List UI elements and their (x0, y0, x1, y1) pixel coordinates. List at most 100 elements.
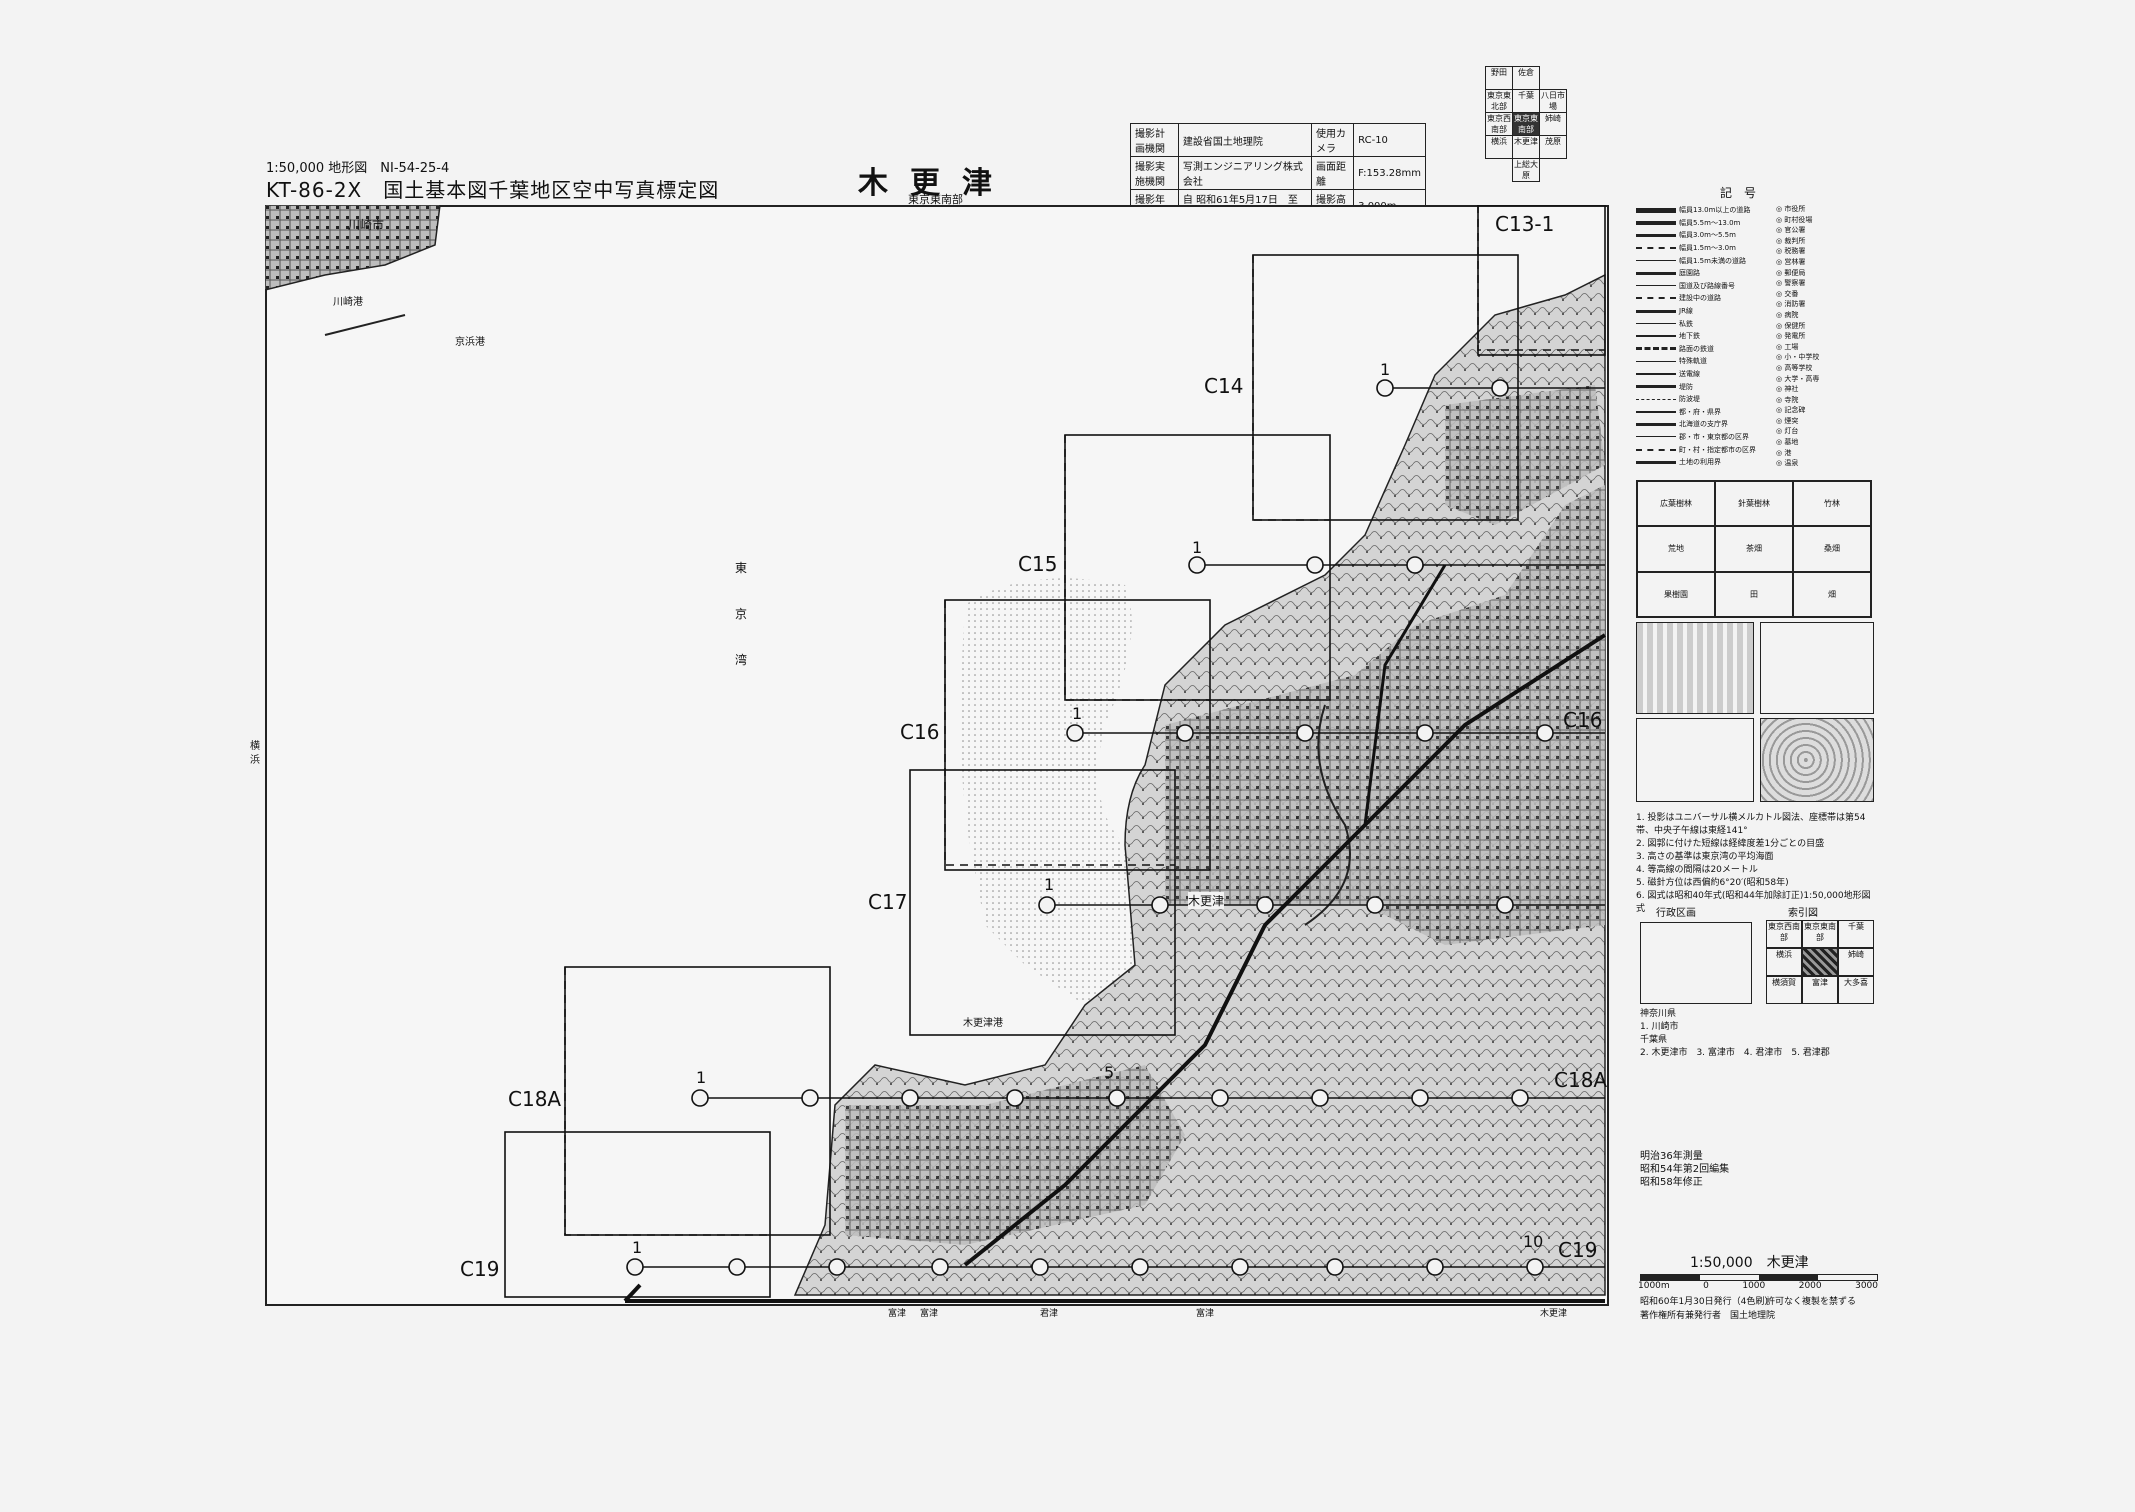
index-map-cell: 千葉 (1838, 920, 1874, 948)
coverage-dashed (1064, 435, 1210, 701)
photo-center (1031, 1258, 1049, 1276)
vegetation-cell: 針葉樹林 (1715, 481, 1793, 527)
line-symbol-icon (1636, 323, 1676, 325)
permission-notice: 許可なく複製を禁ずる (1766, 1297, 1857, 1307)
photo-center (1526, 1258, 1544, 1276)
index-map-cell: 大多喜 (1838, 976, 1874, 1004)
photo-center (1231, 1258, 1249, 1276)
coverage-dashed (1252, 255, 1330, 521)
photo-center (1326, 1258, 1344, 1276)
course-label: C19 (460, 1257, 500, 1281)
course-label: C13-1 (1495, 212, 1555, 236)
line-symbol-icon (1636, 271, 1676, 275)
index-map-cell: 東京西南部 (1766, 920, 1802, 948)
photo-center (1038, 896, 1056, 914)
legend-symbol-item: ◎ 灯台 (1776, 427, 1799, 436)
scale-title: 1:50,000 木更津 (1690, 1255, 1809, 1271)
scale-tick: 3000 (1855, 1281, 1878, 1291)
place-label: 木更津 (1188, 892, 1225, 909)
history-line: 昭和54年第2回編集 (1640, 1164, 1730, 1175)
note: 6. 図式は昭和40年式(昭和44年加除訂正)1:50,000地形図式 (1636, 891, 1871, 914)
vegetation-cell: 荒地 (1637, 526, 1715, 572)
kawasaki-land (265, 205, 441, 291)
scale-tick: 1000m (1638, 1281, 1670, 1291)
legend-line-item: 特殊軌道 (1636, 355, 1756, 368)
legend-symbol-item: ◎ 神社 (1776, 385, 1799, 394)
history-line: 明治36年測量 (1640, 1151, 1703, 1162)
legend-line-item: 防波堤 (1636, 393, 1756, 406)
legend-line-item: 幅員3.0m〜5.5m (1636, 229, 1756, 242)
legend-line-item: 国道及び路線番号 (1636, 280, 1756, 293)
legend-symbol-item: ◎ 郵便局 (1776, 268, 1806, 277)
edge-label: 木更津 (1540, 1309, 1568, 1319)
index-cell: 八日市場 (1539, 89, 1567, 113)
note: 3. 高さの基準は東京湾の平均海面 (1636, 852, 1774, 862)
inset-block (1636, 718, 1754, 802)
line-symbol-icon (1636, 360, 1676, 362)
photo-center (1406, 556, 1424, 574)
index-map-current (1802, 948, 1838, 976)
vegetation-cell: 果樹園 (1637, 571, 1715, 617)
copyright: 著作権所有兼発行者 国土地理院 (1640, 1311, 1776, 1321)
line-symbol-icon (1636, 285, 1676, 287)
legend-line-item: 私鉄 (1636, 317, 1756, 330)
photo-number: 1 (632, 1238, 643, 1257)
river (1304, 704, 1351, 926)
scale-ticks: 1000m 0 1000 2000 3000 (1638, 1281, 1878, 1291)
legend-symbol-item: ◎ 市役所 (1776, 205, 1806, 213)
legend-symbol-item: ◎ 工場 (1776, 342, 1799, 351)
line-symbol-icon (1636, 448, 1676, 451)
code-title: KT-86-2X 国土基本図千葉地区空中写真標定図 (266, 178, 720, 202)
line-symbol-icon (1636, 233, 1676, 237)
legend-symbol-item: ◎ 病院 (1776, 310, 1799, 319)
course-label: C14 (1204, 374, 1244, 398)
legend-line-item: 幅員13.0m以上の道路 (1636, 204, 1756, 217)
course-label-end: C16 (1563, 708, 1603, 732)
info-cell: 使用カメラ (1311, 123, 1355, 157)
vegetation-cell: 畑 (1793, 571, 1871, 617)
info-cell: 撮影計画機関 (1130, 123, 1179, 157)
photo-center (1536, 724, 1554, 742)
photo-center (1376, 379, 1394, 397)
photo-number: 1 (1192, 538, 1203, 557)
photo-center (1416, 724, 1434, 742)
index-cell: 東京西南部 (1485, 112, 1513, 136)
edge-label: 富津 (920, 1309, 939, 1319)
line-symbol-icon (1636, 373, 1676, 376)
photo-center (626, 1258, 644, 1276)
info-cell: RC-10 (1353, 123, 1426, 157)
info-cell: 画面距離 (1311, 156, 1355, 190)
photo-number: 1 (696, 1068, 707, 1087)
legend-line-item: JR線 (1636, 305, 1756, 318)
photo-center (1256, 896, 1274, 914)
legend-line-item: 幅員5.5m〜13.0m (1636, 217, 1756, 230)
info-cell: 建設省国土地理院 (1177, 123, 1313, 157)
legend-line-item: 幅員1.5m〜3.0m (1636, 242, 1756, 255)
info-row: 撮影計画機関 建設省国土地理院 使用カメラ RC-10 (1130, 123, 1426, 157)
photo-center (691, 1089, 709, 1107)
contour-sample (1760, 718, 1874, 802)
note: 5. 磁針方位は西偏約6°20′(昭和58年) (1636, 878, 1789, 888)
vegetation-cell: 竹林 (1793, 481, 1871, 527)
edge-label: 富津 (888, 1309, 907, 1319)
line-symbol-icon (1636, 422, 1676, 426)
index-map-cell: 東京東南部 (1802, 920, 1838, 948)
photo-center (1211, 1089, 1229, 1107)
photo-center (1426, 1258, 1444, 1276)
photo-center (1131, 1258, 1149, 1276)
info-cell: 撮影実施機関 (1130, 156, 1179, 190)
urban-area-south (845, 1065, 1185, 1245)
legend-symbol-item: ◎ 墓地 (1776, 438, 1799, 447)
legend-symbol-item: ◎ 保健所 (1776, 321, 1806, 330)
notes-block: 1. 投影はユニバーサル横メルカトル図法、座標帯は第54帯、中央子午線は東経14… (1636, 812, 1876, 916)
legend-symbol-item: ◎ 町村役場 (1776, 215, 1813, 224)
legend-symbol-item: ◎ 港 (1776, 448, 1792, 457)
inset-block (1636, 622, 1754, 714)
municipality-list: 1. 川崎市 (1640, 1022, 1679, 1032)
issue-date: 昭和60年1月30日発行（4色刷） (1640, 1297, 1774, 1307)
coverage-c16 (944, 599, 1211, 871)
index-map-cell: 姉崎 (1838, 948, 1874, 976)
place-label: 京浜港 (455, 337, 485, 348)
edge-label: 富津 (1196, 1309, 1215, 1319)
